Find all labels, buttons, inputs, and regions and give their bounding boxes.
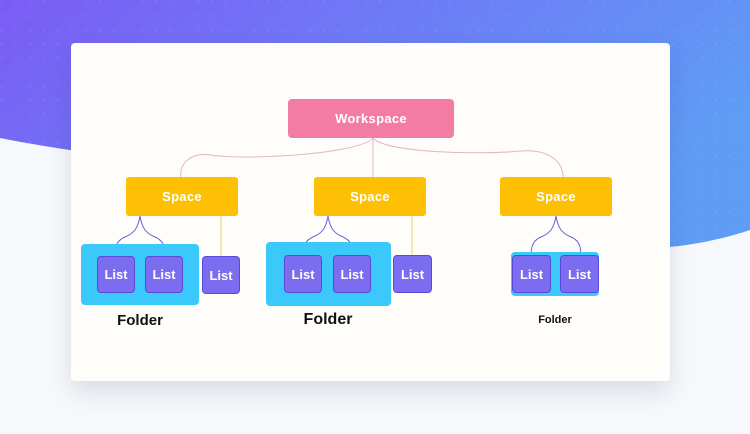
list-item: List [560, 255, 599, 293]
list-label: List [104, 267, 128, 282]
list-item: List [512, 255, 551, 293]
folder-label: Folder [303, 311, 353, 328]
connector-workspace-space-3 [372, 137, 564, 178]
space-node-2: Space [314, 177, 426, 216]
connector-lines [114, 137, 582, 258]
space-label: Space [536, 189, 576, 204]
space-node-3: Space [500, 177, 612, 216]
connector-space3-folder [530, 215, 582, 258]
list-item: List [97, 256, 135, 293]
space-label: Space [350, 189, 390, 204]
list-item: List [284, 255, 322, 293]
list-label: List [152, 267, 176, 282]
list-label: List [209, 267, 233, 283]
workspace-label: Workspace [335, 111, 407, 126]
list-label: List [519, 266, 544, 282]
space-node-1: Space [126, 177, 238, 216]
folder-label: Folder [538, 314, 572, 326]
list-label: List [400, 266, 425, 282]
list-label: List [567, 266, 592, 282]
list-item: List [333, 255, 371, 293]
diagram-card: Workspace Space List List List Folder Sp… [71, 43, 670, 381]
standalone-list: List [393, 255, 432, 293]
workspace-node: Workspace [288, 99, 454, 138]
space-label: Space [162, 189, 202, 204]
connector-workspace-space-1 [180, 137, 374, 178]
standalone-list: List [202, 256, 240, 294]
folder-label: Folder [117, 312, 163, 329]
list-label: List [291, 266, 315, 282]
list-label: List [340, 266, 364, 282]
list-item: List [145, 256, 183, 293]
